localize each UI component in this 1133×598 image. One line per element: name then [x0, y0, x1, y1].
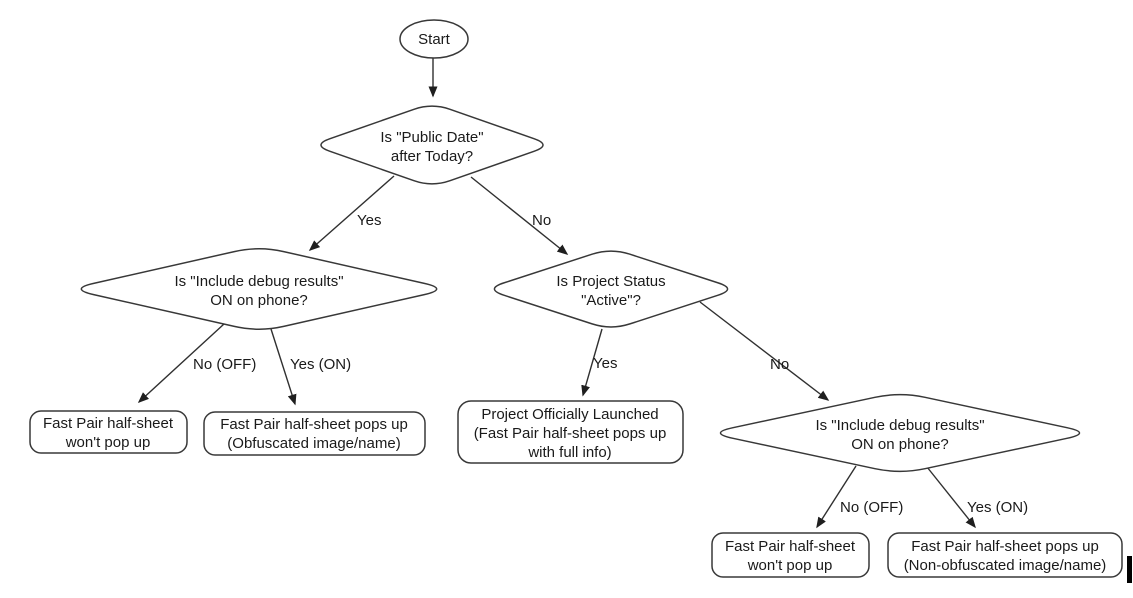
decision-public-date-line2: after Today? — [391, 148, 473, 165]
decision-project-status-line1: Is Project Status — [556, 273, 665, 290]
edge-public-date-no — [470, 176, 569, 255]
decision-public-date: Is "Public Date" after Today? — [320, 105, 544, 185]
outcome-non-obfuscated: Fast Pair half-sheet pops up (Non-obfusc… — [887, 532, 1123, 578]
decision-public-date-diamond — [320, 105, 544, 185]
edge-label-yes-on-right: Yes (ON) — [967, 499, 1028, 516]
outcome-non-obfuscated-line1: Fast Pair half-sheet pops up — [911, 538, 1099, 555]
outcome-launched-line1: Project Officially Launched — [481, 406, 658, 423]
edge-label-yes-public-date: Yes — [357, 212, 381, 229]
decision-public-date-line1: Is "Public Date" — [380, 129, 483, 146]
decision-project-status: Is Project Status "Active"? — [493, 250, 729, 328]
edge-label-yes-active: Yes — [593, 355, 617, 372]
flowchart-edges — [137, 58, 976, 529]
edge-project-status-yes — [581, 328, 603, 397]
edge-label-no-active: No — [770, 356, 789, 373]
edge-debug-right-no-off — [816, 465, 857, 529]
edge-label-yes-on-left: Yes (ON) — [290, 356, 351, 373]
outcome-no-popup-left-line2: won't pop up — [65, 434, 151, 451]
outcome-obfuscated: Fast Pair half-sheet pops up (Obfuscated… — [203, 411, 426, 456]
outcome-non-obfuscated-box — [887, 532, 1123, 578]
edge-label-no-off-left: No (OFF) — [193, 356, 256, 373]
edge-public-date-yes — [308, 175, 395, 251]
decision-debug-left-line2: ON on phone? — [210, 292, 308, 309]
outcome-no-popup-left-line1: Fast Pair half-sheet — [43, 415, 174, 432]
outcome-non-obfuscated-line2: (Non-obfuscated image/name) — [904, 557, 1107, 574]
decision-debug-right-diamond — [719, 393, 1081, 473]
outcome-no-popup-right: Fast Pair half-sheet won't pop up — [711, 532, 870, 578]
outcome-obfuscated-line2: (Obfuscated image/name) — [227, 435, 400, 452]
edge-project-status-no — [699, 301, 830, 401]
outcome-obfuscated-box — [203, 411, 426, 456]
flowchart-edge-labels: Yes No No (OFF) Yes (ON) Yes No No (OFF)… — [193, 212, 1028, 516]
outcome-launched-line2: (Fast Pair half-sheet pops up — [474, 425, 667, 442]
start-label: Start — [418, 31, 451, 48]
decision-project-status-diamond — [493, 250, 729, 328]
outcome-launched: Project Officially Launched (Fast Pair h… — [457, 400, 684, 464]
outcome-launched-line3: with full info) — [527, 444, 611, 461]
start-ellipse — [399, 19, 469, 59]
outcome-no-popup-right-box — [711, 532, 870, 578]
decision-debug-left-diamond — [80, 248, 438, 330]
decision-debug-right-line2: ON on phone? — [851, 436, 949, 453]
outcome-launched-box — [457, 400, 684, 464]
decision-debug-right: Is "Include debug results" ON on phone? — [719, 393, 1081, 473]
decision-debug-right-line1: Is "Include debug results" — [815, 417, 984, 434]
decision-debug-left-line1: Is "Include debug results" — [174, 273, 343, 290]
outcome-no-popup-left-box — [29, 410, 188, 454]
outcome-no-popup-right-line2: won't pop up — [747, 557, 833, 574]
decision-debug-left: Is "Include debug results" ON on phone? — [80, 248, 438, 330]
edge-label-no-off-right: No (OFF) — [840, 499, 903, 516]
edge-debug-right-yes-on — [926, 466, 976, 529]
outcome-obfuscated-line1: Fast Pair half-sheet pops up — [220, 416, 408, 433]
decision-project-status-line2: "Active"? — [581, 292, 641, 309]
outcome-no-popup-right-line1: Fast Pair half-sheet — [725, 538, 856, 555]
edge-debug-left-no-off — [137, 323, 225, 404]
outcome-no-popup-left: Fast Pair half-sheet won't pop up — [29, 410, 188, 454]
start-node: Start — [399, 19, 469, 59]
text-cursor-bar — [1127, 556, 1132, 583]
edge-debug-left-yes-on — [270, 328, 297, 406]
edge-label-no-public-date: No — [532, 212, 551, 229]
